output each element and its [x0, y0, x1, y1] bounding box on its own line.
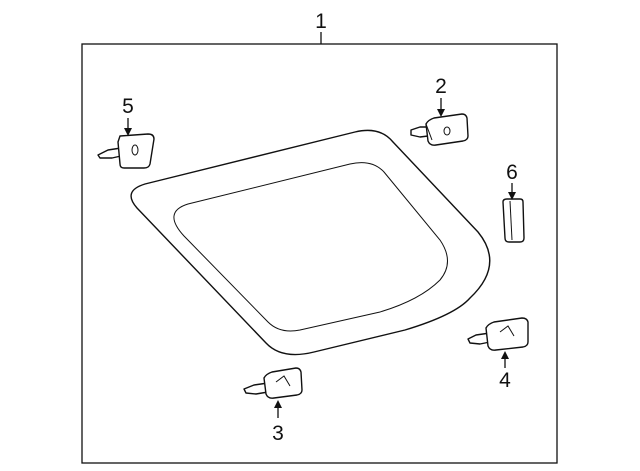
callout-6-arrowhead — [508, 192, 516, 200]
clip-part-4 — [467, 317, 529, 351]
callout-4: 4 — [499, 369, 511, 392]
clip-5-hole — [131, 144, 139, 156]
callout-5: 5 — [122, 95, 134, 118]
clip-4-body — [485, 317, 529, 351]
callout-3-arrowhead — [274, 400, 282, 408]
callout-4-arrowhead — [501, 351, 509, 359]
quarter-glass-panel — [130, 129, 491, 356]
clip-part-2 — [410, 113, 469, 146]
clip-2-pin — [410, 126, 429, 138]
callout-2: 2 — [435, 75, 447, 98]
clip-5-body — [117, 133, 155, 169]
glass-outer-edge — [130, 129, 491, 356]
callout-3: 3 — [272, 422, 284, 445]
molding-part-6 — [502, 198, 525, 243]
clip-part-3 — [243, 367, 303, 399]
callout-1: 1 — [315, 10, 327, 33]
clip-3-detail — [275, 375, 291, 387]
callout-5-arrowhead — [124, 128, 132, 136]
glass-inner-edge — [173, 162, 448, 332]
clip-2-hole — [443, 126, 451, 136]
callout-6: 6 — [506, 161, 518, 184]
clip-5-pin — [97, 147, 122, 159]
callout-2-arrowhead — [437, 109, 445, 117]
clip-part-5 — [97, 133, 155, 169]
clip-3-body — [263, 367, 303, 399]
diagram-frame — [81, 43, 558, 464]
molding-6-edge — [509, 200, 513, 241]
clip-2-body — [425, 113, 469, 146]
clip-2-detail — [425, 123, 433, 141]
molding-6-body — [502, 198, 525, 243]
clip-4-detail — [499, 325, 515, 337]
